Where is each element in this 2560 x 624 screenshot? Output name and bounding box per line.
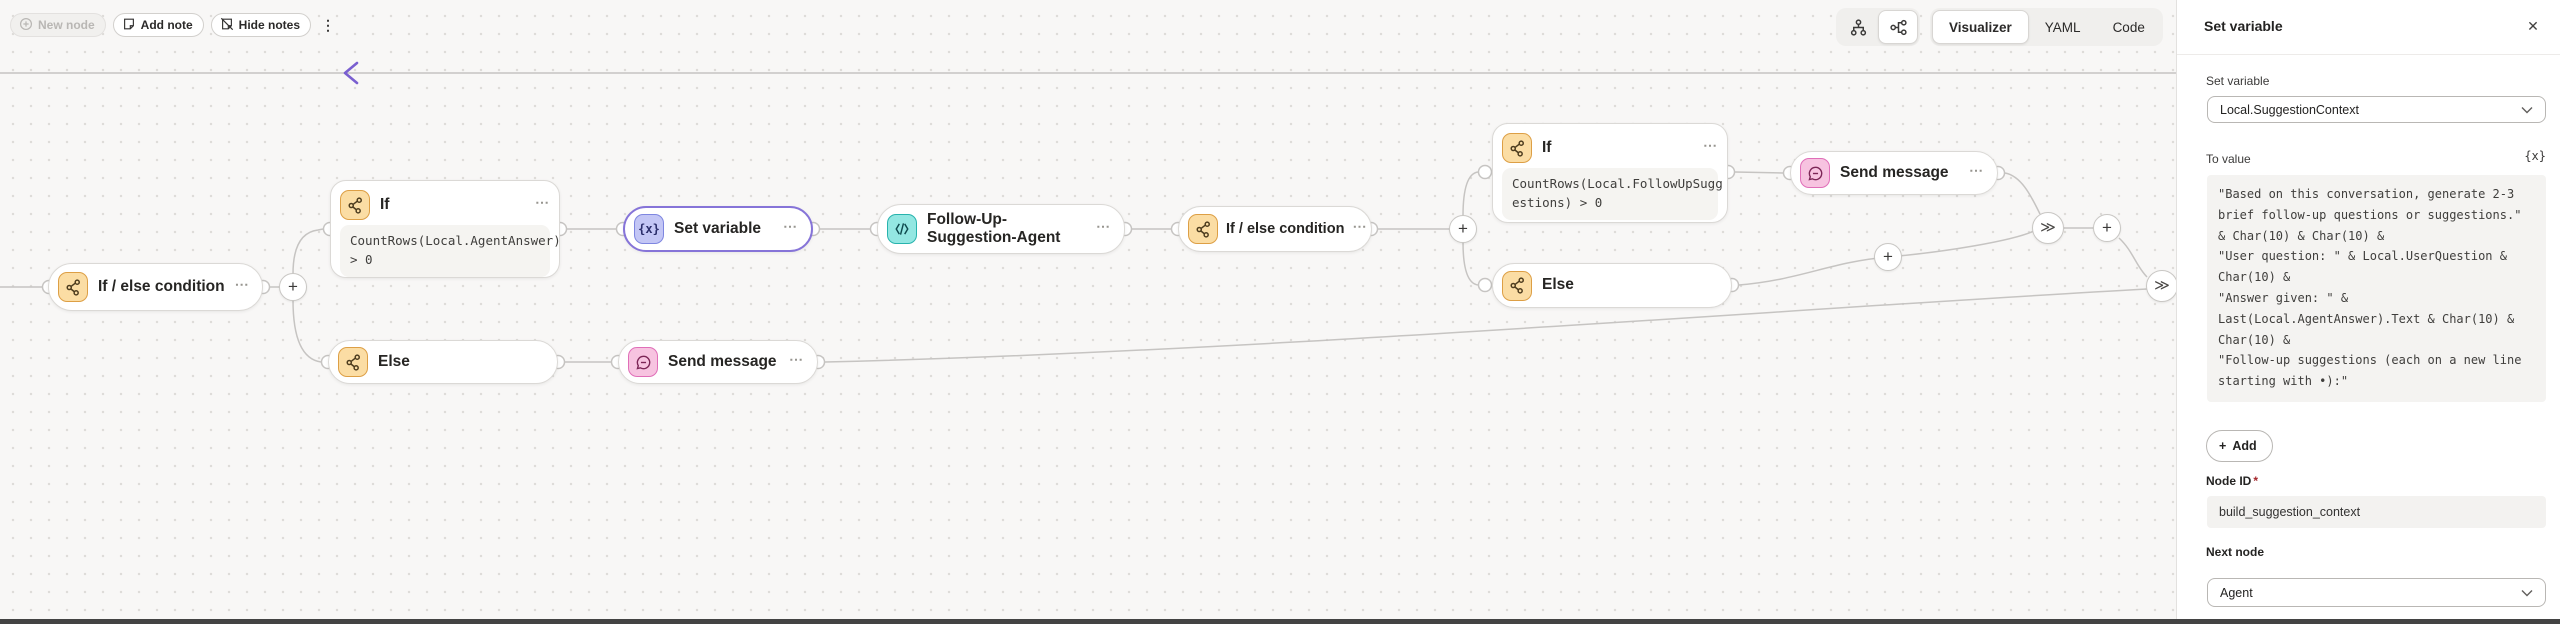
more-options-icon[interactable]: ⋯ bbox=[1703, 137, 1718, 153]
add-note-label: Add note bbox=[140, 18, 193, 32]
next-node-value: Agent bbox=[2220, 585, 2253, 600]
node-if-2[interactable]: If ⋯ CountRows(Local.FollowUpSugg estion… bbox=[1492, 123, 1728, 223]
horizontal-layout-button[interactable] bbox=[1878, 10, 1918, 44]
more-options-icon[interactable]: ⋯ bbox=[535, 194, 550, 210]
agent-icon bbox=[887, 214, 917, 244]
node-label: Send message bbox=[668, 352, 777, 370]
node-label: Else bbox=[378, 352, 410, 370]
node-send-message-2[interactable]: Send message ⋯ bbox=[1790, 151, 1998, 195]
branch-icon bbox=[1502, 133, 1532, 163]
connection-edges bbox=[0, 61, 2176, 370]
more-options-icon[interactable]: ⋯ bbox=[1969, 162, 1984, 178]
next-node-select[interactable]: Agent bbox=[2207, 578, 2546, 607]
hide-notes-label: Hide notes bbox=[238, 18, 301, 32]
branch-icon bbox=[338, 347, 368, 377]
tab-code[interactable]: Code bbox=[2112, 19, 2145, 35]
note-slash-icon bbox=[220, 17, 234, 34]
add-button[interactable]: + Add bbox=[2206, 430, 2273, 462]
properties-panel: Set variable ✕ Set variable Local.Sugges… bbox=[2176, 0, 2560, 624]
plus-icon: + bbox=[2219, 439, 2227, 453]
node-label: If bbox=[380, 195, 390, 213]
canvas-toolbar: New node Add note Hide notes ⋮ bbox=[10, 13, 338, 37]
add-node-button[interactable]: + bbox=[1449, 215, 1477, 243]
node-follow-up-suggestion-agent[interactable]: Follow-Up-Suggestion-Agent ⋯ bbox=[877, 204, 1125, 254]
layout-toggle-group bbox=[1836, 8, 1920, 46]
new-node-label: New node bbox=[38, 18, 95, 32]
variable-select-value: Local.SuggestionContext bbox=[2220, 102, 2359, 117]
node-label: If / else condition bbox=[98, 277, 225, 295]
node-set-variable[interactable]: {x} Set variable ⋯ bbox=[623, 206, 813, 252]
node-id-label: Node ID* bbox=[2206, 474, 2259, 488]
view-controls: Visualizer YAML Code bbox=[1836, 8, 2163, 46]
more-options-icon[interactable]: ⋯ bbox=[789, 351, 804, 367]
flow-canvas[interactable]: If / else condition ⋯ If ⋯ CountRows(Loc… bbox=[0, 0, 2178, 624]
chat-bubble-icon bbox=[628, 347, 658, 377]
add-node-button[interactable]: + bbox=[2093, 214, 2121, 242]
window-bottom-edge bbox=[0, 619, 2560, 624]
new-node-button[interactable]: New node bbox=[10, 13, 106, 37]
more-options-icon[interactable]: ⋯ bbox=[1352, 218, 1368, 234]
hide-notes-button[interactable]: Hide notes bbox=[210, 13, 312, 37]
more-options-icon[interactable]: ⋯ bbox=[1096, 218, 1111, 234]
chat-bubble-icon bbox=[1800, 158, 1830, 188]
view-mode-tabs: Visualizer YAML Code bbox=[1930, 8, 2163, 46]
to-value-label: To value bbox=[2206, 152, 2251, 166]
node-if-else-condition-1[interactable]: If / else condition ⋯ bbox=[48, 263, 263, 311]
node-else-1[interactable]: Else bbox=[328, 340, 558, 384]
node-else-2[interactable]: Else bbox=[1492, 263, 1732, 308]
variable-select[interactable]: Local.SuggestionContext bbox=[2207, 96, 2546, 123]
more-options-button[interactable]: ⋮ bbox=[321, 16, 336, 33]
required-asterisk: * bbox=[2253, 474, 2259, 488]
jump-connector[interactable]: ≫ bbox=[2032, 212, 2064, 244]
divider bbox=[2177, 54, 2560, 55]
node-label: Set variable bbox=[674, 219, 762, 237]
node-label: Else bbox=[1542, 276, 1574, 294]
edge-direction-arrow bbox=[343, 61, 359, 85]
circle-plus-icon bbox=[19, 17, 33, 34]
more-options-icon[interactable]: ⋯ bbox=[783, 218, 798, 234]
node-send-message-1[interactable]: Send message ⋯ bbox=[618, 340, 818, 384]
set-variable-label: Set variable bbox=[2206, 74, 2270, 88]
formula-editor[interactable]: "Based on this conversation, generate 2-… bbox=[2207, 175, 2546, 402]
add-note-button[interactable]: Add note bbox=[112, 13, 204, 37]
condition-expression: CountRows(Local.FollowUpSugg estions) > … bbox=[1502, 168, 1723, 220]
branch-icon bbox=[58, 272, 88, 302]
tab-yaml[interactable]: YAML bbox=[2044, 19, 2081, 35]
node-id-field[interactable]: build_suggestion_context bbox=[2207, 496, 2546, 528]
add-node-button[interactable]: + bbox=[279, 273, 307, 301]
panel-title: Set variable bbox=[2204, 18, 2283, 34]
node-label: If / else condition bbox=[1226, 220, 1345, 237]
branch-icon bbox=[1502, 270, 1532, 301]
more-options-icon[interactable]: ⋯ bbox=[234, 276, 250, 292]
close-icon[interactable]: ✕ bbox=[2527, 17, 2539, 34]
edges bbox=[0, 61, 2176, 363]
chevron-down-icon bbox=[2521, 106, 2533, 114]
variable-icon: {x} bbox=[634, 214, 664, 244]
node-label: If bbox=[1542, 138, 1552, 156]
formula-icon[interactable]: {x} bbox=[2524, 149, 2546, 163]
branch-icon bbox=[1188, 214, 1218, 244]
add-node-button[interactable]: + bbox=[1874, 243, 1902, 271]
node-if-else-condition-2[interactable]: If / else condition ⋯ bbox=[1178, 206, 1372, 252]
condition-expression: CountRows(Local.AgentAnswer) > 0 bbox=[340, 225, 561, 277]
node-label: Follow-Up-Suggestion-Agent bbox=[927, 210, 1061, 246]
node-if-1[interactable]: If ⋯ CountRows(Local.AgentAnswer) > 0 bbox=[330, 180, 561, 278]
chevron-down-icon bbox=[2521, 589, 2533, 597]
tab-visualizer[interactable]: Visualizer bbox=[1932, 10, 2029, 44]
add-button-label: Add bbox=[2232, 439, 2257, 453]
vertical-layout-button[interactable] bbox=[1838, 10, 1878, 44]
node-label: Send message bbox=[1840, 163, 1949, 181]
branch-icon bbox=[340, 190, 370, 220]
jump-connector[interactable]: ≫ bbox=[2146, 270, 2178, 302]
note-icon bbox=[122, 17, 136, 34]
next-node-label: Next node bbox=[2206, 545, 2265, 559]
